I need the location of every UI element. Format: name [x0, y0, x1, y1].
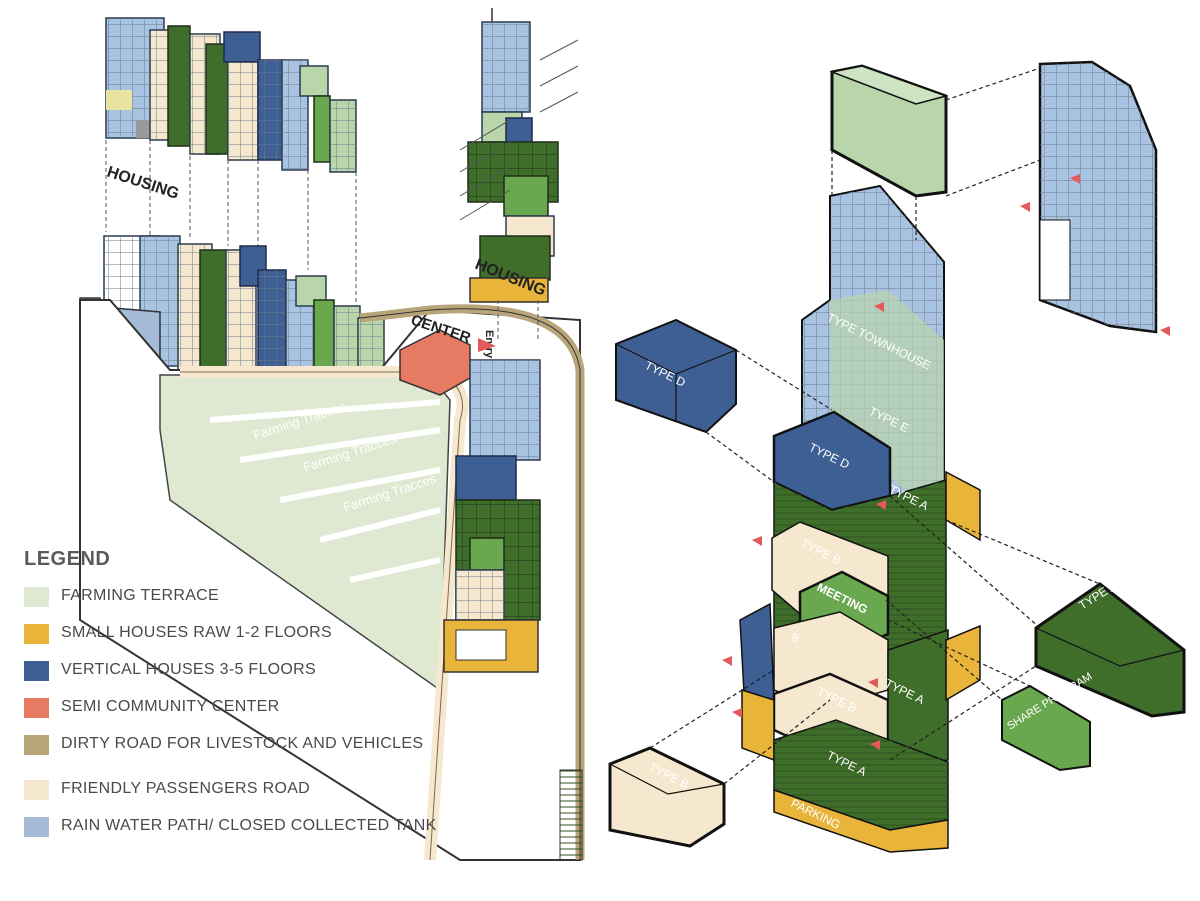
legend-item-vertical-houses: VERTICAL HOUSES 3-5 FLOORS [24, 659, 474, 696]
site-plan [79, 297, 585, 861]
projection-lines-left [105, 140, 357, 312]
legend-item-farming-terrace: FARMING TERRACE [24, 585, 474, 622]
connector-lines-right [649, 67, 1101, 785]
housing-label-left: HOUSING [105, 164, 181, 203]
red-marker-icon [868, 678, 878, 688]
legend-item-semi-community-center: SEMI COMMUNITY CENTER [24, 696, 474, 733]
legend-label: SMALL HOUSES RAW 1-2 FLOORS [61, 624, 332, 641]
legend-swatch [24, 780, 49, 800]
legend-label: RAIN WATER PATH/ CLOSED COLLECTED TANK [61, 817, 437, 834]
legend-swatch [24, 624, 49, 644]
legend-label: DIRTY ROAD FOR LIVESTOCK AND VEHICLES [61, 735, 424, 752]
site-housing-stack [443, 359, 541, 673]
legend-swatch [24, 817, 49, 837]
legend: LEGEND FARMING TERRACE SMALL HOUSES RAW … [24, 548, 474, 852]
housing-elevation-top [105, 17, 357, 173]
legend-swatch [24, 735, 49, 755]
red-marker-icon [732, 708, 742, 718]
red-marker-icon [722, 656, 732, 666]
red-marker-icon [870, 740, 880, 750]
entry-arrow-icon [478, 338, 496, 352]
legend-swatch [24, 661, 49, 681]
red-marker-icon [1160, 326, 1170, 336]
legend-swatch [24, 587, 49, 607]
legend-label: FARMING TERRACE [61, 587, 219, 604]
legend-title: LEGEND [24, 548, 111, 570]
legend-item-small-houses: SMALL HOUSES RAW 1-2 FLOORS [24, 622, 474, 659]
red-marker-icon [752, 536, 762, 546]
legend-swatch [24, 698, 49, 718]
housing-tower-middle [459, 8, 579, 340]
legend-item-friendly-road: FRIENDLY PASSENGERS ROAD [24, 778, 474, 815]
legend-label: VERTICAL HOUSES 3-5 FLOORS [61, 661, 316, 678]
entry-markers [722, 174, 1170, 750]
exploded-axonometric [608, 60, 1186, 853]
legend-item-dirty-road: DIRTY ROAD FOR LIVESTOCK AND VEHICLES [24, 733, 474, 770]
legend-item-rain-water: RAIN WATER PATH/ CLOSED COLLECTED TANK [24, 815, 474, 852]
red-marker-icon [1070, 174, 1080, 184]
legend-label: SEMI COMMUNITY CENTER [61, 698, 280, 715]
red-marker-icon [876, 500, 886, 510]
red-marker-icon [1020, 202, 1030, 212]
red-marker-icon [874, 302, 884, 312]
legend-label: FRIENDLY PASSENGERS ROAD [61, 780, 311, 797]
